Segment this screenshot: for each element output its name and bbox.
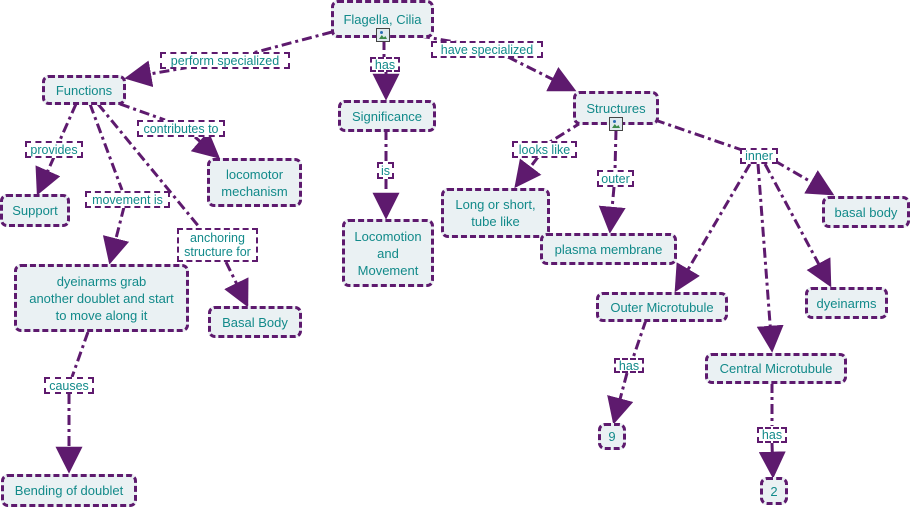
line-outermt-has: [631, 319, 648, 359]
line-have-structures: [507, 55, 577, 92]
line-structures-looks: [549, 120, 583, 144]
line-functions-movement: [88, 103, 124, 191]
line-dyeinarms-causes: [70, 331, 90, 378]
line-outer-plasma: [598, 186, 626, 234]
link-movement-is[interactable]: movement is: [85, 191, 170, 208]
node-locomotion-movement[interactable]: Locomotion and Movement: [342, 219, 434, 287]
link-has-outer-microtubule[interactable]: has: [614, 358, 644, 373]
line-movement-dyeinarms: [102, 206, 130, 265]
node-locomotor-mechanism[interactable]: locomotor mechanism: [207, 158, 302, 207]
line-inner-outer-mt: [674, 163, 752, 293]
line-inner-basal: [774, 159, 835, 196]
link-causes[interactable]: causes: [44, 377, 94, 394]
link-inner[interactable]: inner: [740, 148, 778, 164]
line-provides-support: [35, 156, 61, 196]
link-anchoring-structure[interactable]: anchoring structure for: [177, 228, 258, 262]
line-has-two: [758, 442, 786, 479]
node-long-or-short[interactable]: Long or short, tube like: [441, 188, 550, 238]
link-outer[interactable]: outer: [597, 170, 634, 187]
node-dyeinarms-grab[interactable]: dyeinarms grab another doublet and start…: [14, 264, 189, 332]
node-functions[interactable]: Functions: [42, 75, 126, 105]
link-contributes-to[interactable]: contributes to: [137, 120, 225, 137]
image-icon[interactable]: [376, 28, 390, 42]
node-plasma-membrane[interactable]: plasma membrane: [540, 233, 677, 265]
line-inner-dyeinarms: [763, 163, 832, 288]
line-structures-inner: [654, 118, 743, 152]
node-outer-microtubule[interactable]: Outer Microtubule: [596, 292, 728, 322]
node-structures[interactable]: Structures: [573, 91, 659, 125]
link-looks-like[interactable]: looks like: [512, 141, 577, 158]
line-functions-anchoring: [96, 103, 202, 229]
line-anchoring-basal: [224, 261, 249, 308]
line-functions-provides: [58, 103, 78, 141]
line-looks-long: [514, 156, 542, 189]
line-has-nine: [607, 372, 634, 425]
node-basal-body[interactable]: basal body: [822, 196, 910, 228]
line-functions-contributes: [119, 102, 166, 122]
line-inner-central-mt: [756, 163, 784, 353]
line-structures-outer: [613, 129, 618, 171]
link-has-significance[interactable]: has: [370, 57, 400, 72]
link-provides[interactable]: provides: [25, 141, 83, 158]
link-is[interactable]: is: [377, 162, 394, 179]
line-contributes-locomotor: [190, 130, 221, 159]
node-nine[interactable]: 9: [598, 423, 626, 450]
node-bending-of-doublet[interactable]: Bending of doublet: [1, 474, 137, 507]
node-basal-body-lower[interactable]: Basal Body: [208, 306, 302, 338]
node-dyeinarms[interactable]: dyeinarms: [805, 287, 888, 319]
node-support[interactable]: Support: [0, 194, 70, 227]
image-icon[interactable]: [609, 117, 623, 131]
link-has-central-microtubule[interactable]: has: [757, 427, 787, 443]
node-two[interactable]: 2: [760, 477, 788, 505]
link-perform-specialized[interactable]: perform specialized: [160, 52, 290, 69]
node-central-microtubule[interactable]: Central Microtubule: [705, 353, 847, 384]
link-have-specialized[interactable]: have specialized: [431, 41, 543, 58]
node-significance[interactable]: Significance: [338, 100, 436, 132]
